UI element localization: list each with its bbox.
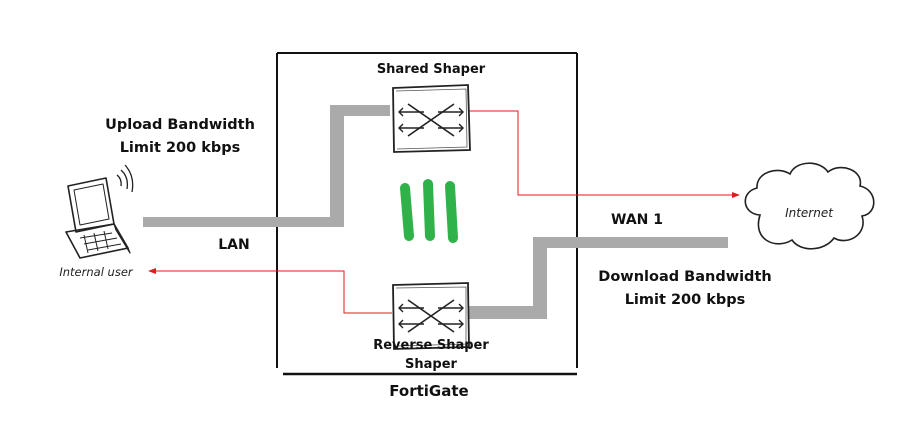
download-traffic-line — [148, 268, 392, 314]
reverse-shaper-label-line2: Shaper — [405, 357, 458, 372]
upload-bandwidth-line1: Upload Bandwidth — [105, 117, 255, 133]
reverse-shaper-label-line1: Reverse Shaper — [373, 338, 489, 353]
lan-link — [143, 105, 390, 227]
download-bandwidth-line1: Download Bandwidth — [598, 269, 771, 285]
wan1-label: WAN 1 — [611, 212, 663, 228]
upload-bandwidth-line2: Limit 200 kbps — [120, 140, 241, 156]
upload-traffic-line — [466, 110, 740, 198]
fortigate-box — [276, 52, 578, 376]
shared-shaper-label: Shared Shaper — [377, 62, 486, 77]
internet-cloud-icon — [744, 162, 875, 250]
fortigate-label: FortiGate — [389, 382, 468, 400]
lan-label: LAN — [218, 237, 249, 253]
reverse-shaper-icon — [392, 282, 470, 350]
fortinet-logo-icon — [400, 179, 458, 243]
shared-shaper-icon — [392, 84, 471, 153]
laptop-icon — [65, 164, 134, 259]
wan-link — [467, 237, 728, 319]
internal-user-label: Internal user — [59, 265, 134, 279]
download-bandwidth-line2: Limit 200 kbps — [625, 292, 746, 308]
internet-label: Internet — [785, 206, 834, 220]
